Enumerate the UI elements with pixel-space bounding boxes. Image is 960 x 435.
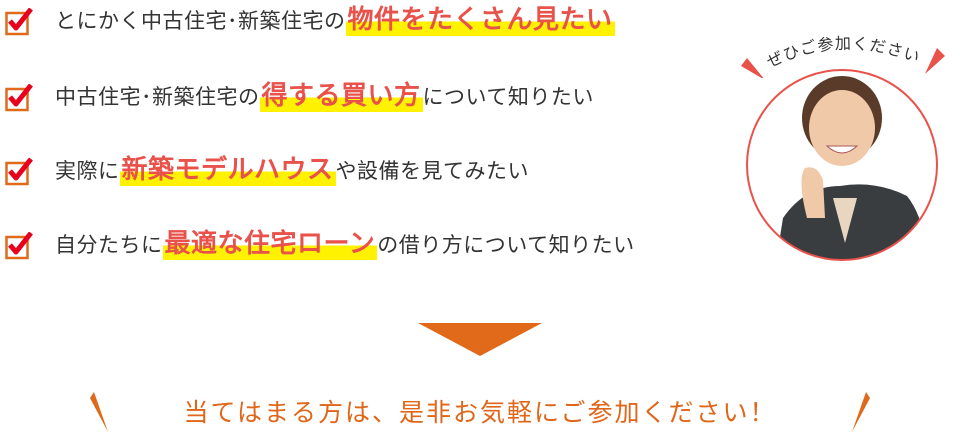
staff-photo xyxy=(746,69,938,261)
item-text-after: について知りたい xyxy=(422,85,594,109)
checkbox-checked-icon xyxy=(5,158,33,186)
caption-mark-left xyxy=(741,58,764,78)
down-arrow-icon xyxy=(418,323,542,356)
item-highlight: 物件をたくさん見たい xyxy=(345,4,615,36)
item-text: 中古住宅･新築住宅の xyxy=(55,85,260,109)
item-text-after: や設備を見てみたい xyxy=(335,159,530,183)
item-text: とにかく中古住宅･新築住宅の xyxy=(55,9,346,33)
caption-text: ぜひご参加ください xyxy=(764,34,923,72)
item-highlight: 最適な住宅ローン xyxy=(162,228,378,260)
checkbox-checked-icon xyxy=(5,8,33,36)
cta-mark-right xyxy=(852,392,870,432)
cta-mark-left xyxy=(90,392,108,432)
item-text: 自分たちに xyxy=(55,233,163,257)
checkbox-checked-icon xyxy=(5,232,33,260)
item-text: 実際に xyxy=(55,159,120,183)
caption-mark-right xyxy=(925,48,945,74)
checkbox-checked-icon xyxy=(5,84,33,112)
item-highlight: 得する買い方 xyxy=(259,80,423,112)
item-highlight: 新築モデルハウス xyxy=(119,154,336,186)
photo-caption: ぜひご参加ください xyxy=(741,34,945,78)
item-text-after: の借り方について知りたい xyxy=(377,233,635,257)
cta-text: 当てはまる方は、是非お気軽にご参加ください！ xyxy=(183,398,777,427)
